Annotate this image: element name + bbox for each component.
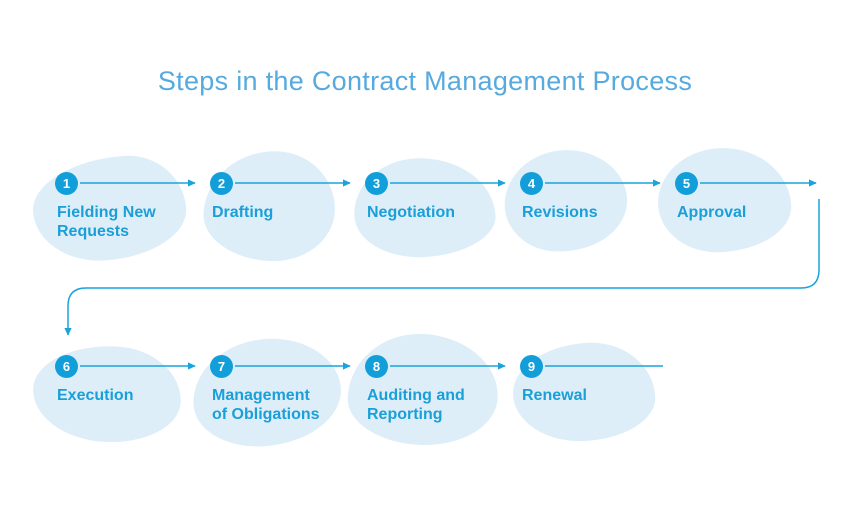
step-number: 3 bbox=[372, 176, 381, 191]
blob-step-5 bbox=[656, 145, 793, 255]
step-6-number-badge: 6 bbox=[55, 355, 78, 378]
step-number: 1 bbox=[62, 176, 71, 191]
step-3-number-badge: 3 bbox=[365, 172, 388, 195]
step-8-label: Auditing and Reporting bbox=[367, 387, 465, 423]
step-4-label: Revisions bbox=[522, 204, 598, 221]
page-title: Steps in the Contract Management Process bbox=[157, 66, 693, 96]
step-6-label: Execution bbox=[57, 387, 134, 404]
step-4-number-badge: 4 bbox=[520, 172, 543, 195]
step-3-label: Negotiation bbox=[367, 204, 455, 221]
step-5-number-badge: 5 bbox=[675, 172, 698, 195]
step-5-label: Approval bbox=[677, 204, 747, 221]
step-number: 6 bbox=[62, 359, 71, 374]
step-7-label: Management of Obligations bbox=[212, 387, 320, 423]
step-number: 8 bbox=[372, 359, 381, 374]
step-1-number-badge: 1 bbox=[55, 172, 78, 195]
blob-step-4 bbox=[501, 145, 631, 257]
step-9-number-badge: 9 bbox=[520, 355, 543, 378]
step-2-label: Drafting bbox=[212, 204, 274, 221]
step-8-number-badge: 8 bbox=[365, 355, 388, 378]
step-number: 2 bbox=[217, 176, 226, 191]
step-number: 9 bbox=[527, 359, 536, 374]
step-2-number-badge: 2 bbox=[210, 172, 233, 195]
step-number: 4 bbox=[527, 176, 536, 191]
step-number: 7 bbox=[217, 359, 226, 374]
step-9-label: Renewal bbox=[522, 387, 587, 404]
step-1-label: Fielding New Requests bbox=[57, 204, 156, 240]
step-number: 5 bbox=[682, 176, 691, 191]
step-7-number-badge: 7 bbox=[210, 355, 233, 378]
